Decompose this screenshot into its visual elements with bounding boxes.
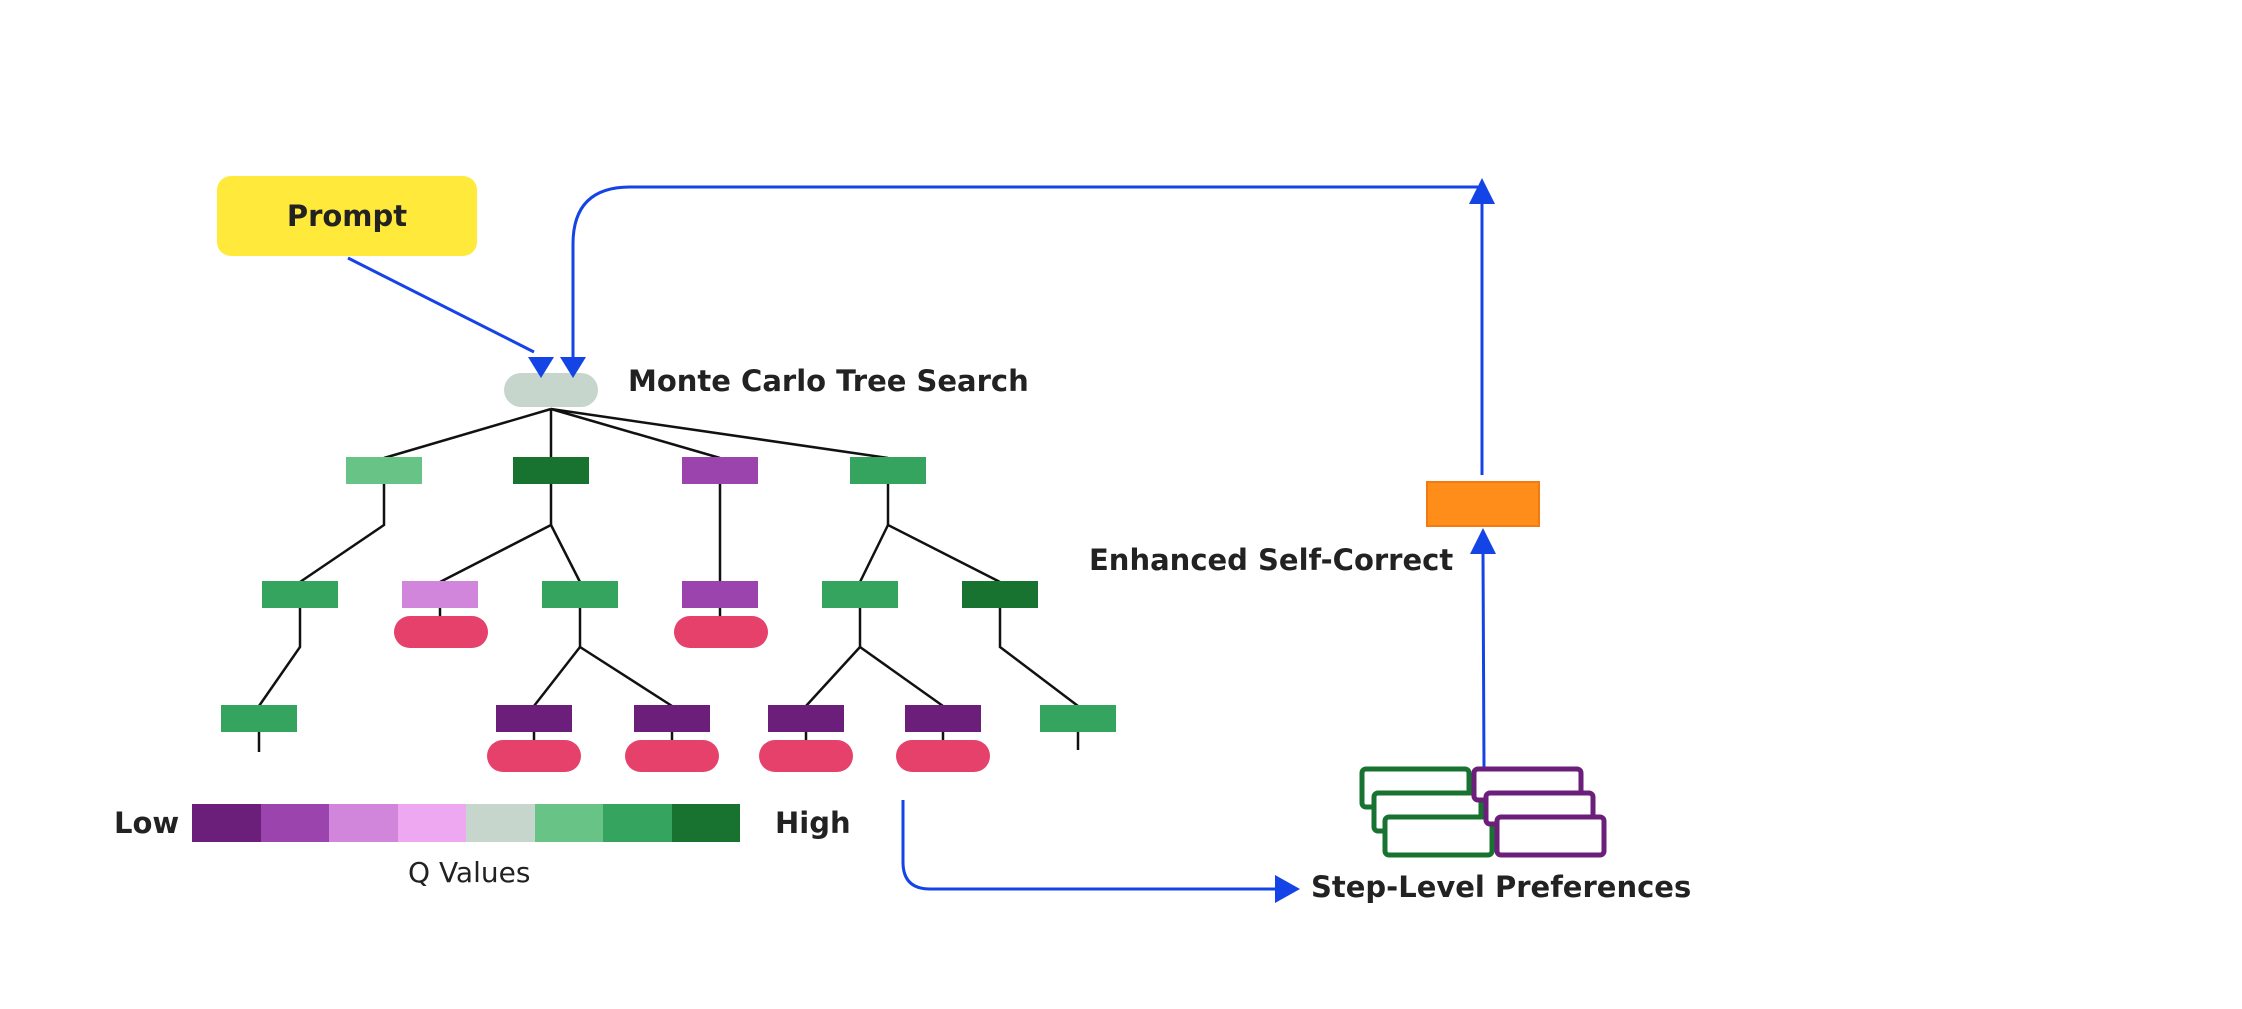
scale-swatch (466, 804, 535, 842)
tree-node (682, 581, 758, 608)
tree-node (496, 705, 572, 732)
tree-node (221, 705, 297, 732)
prompt-label: Prompt (286, 199, 408, 233)
flow-arrows (347, 185, 1486, 891)
tree-node (768, 705, 844, 732)
feedback-loop-arrow (571, 185, 1484, 475)
legend-low-label: Low (114, 806, 180, 840)
mcts-to-preferences-arrow (901, 800, 1275, 891)
scale-swatch (397, 804, 466, 842)
tree-level-2 (262, 581, 1038, 608)
terminal-node (625, 740, 719, 772)
arrowhead-icon (560, 357, 586, 378)
tree-node (682, 457, 758, 484)
tree-node (402, 581, 478, 608)
scale-swatch (603, 804, 672, 842)
q-value-color-scale (192, 804, 740, 842)
scale-swatch (192, 804, 261, 842)
scale-swatch (329, 804, 398, 842)
scale-swatch (671, 804, 740, 842)
arrowhead-icon (1275, 875, 1300, 903)
tree-node (542, 581, 618, 608)
terminal-node (896, 740, 990, 772)
preference-stack-purple (1471, 766, 1607, 858)
tree-node (346, 457, 422, 484)
legend-caption: Q Values (408, 856, 531, 889)
tree-level-3 (221, 705, 1116, 732)
tree-node (850, 457, 926, 484)
arrowhead-icon (528, 357, 554, 378)
arrowhead-icon (1470, 528, 1496, 554)
terminal-node (674, 616, 768, 648)
tree-level-1 (346, 457, 926, 484)
terminal-nodes (394, 616, 990, 772)
tree-node (262, 581, 338, 608)
terminal-node (759, 740, 853, 772)
mcts-label: Monte Carlo Tree Search (628, 364, 1029, 398)
tree-node (962, 581, 1038, 608)
self-correct-box (1426, 481, 1540, 527)
self-correct-label: Enhanced Self-Correct (1089, 543, 1454, 577)
prompt-to-mcts-arrow (347, 256, 535, 354)
tree-node (513, 457, 589, 484)
preference-card (1382, 814, 1495, 858)
arrowhead-icon (1469, 178, 1495, 204)
legend-high-label: High (775, 806, 851, 840)
tree-node (905, 705, 981, 732)
tree-node (634, 705, 710, 732)
preference-card (1494, 814, 1607, 858)
tree-node (822, 581, 898, 608)
terminal-node (487, 740, 581, 772)
mcts-root-node (504, 373, 598, 407)
arrowheads (528, 178, 1496, 903)
tree-node (1040, 705, 1116, 732)
preferences-to-selfcorrect-arrow (1481, 553, 1486, 769)
terminal-node (394, 616, 488, 648)
scale-swatch (260, 804, 329, 842)
scale-swatch (534, 804, 603, 842)
preference-stack-green (1359, 766, 1495, 858)
preferences-label: Step-Level Preferences (1311, 870, 1692, 904)
prompt-box: Prompt (217, 176, 477, 256)
